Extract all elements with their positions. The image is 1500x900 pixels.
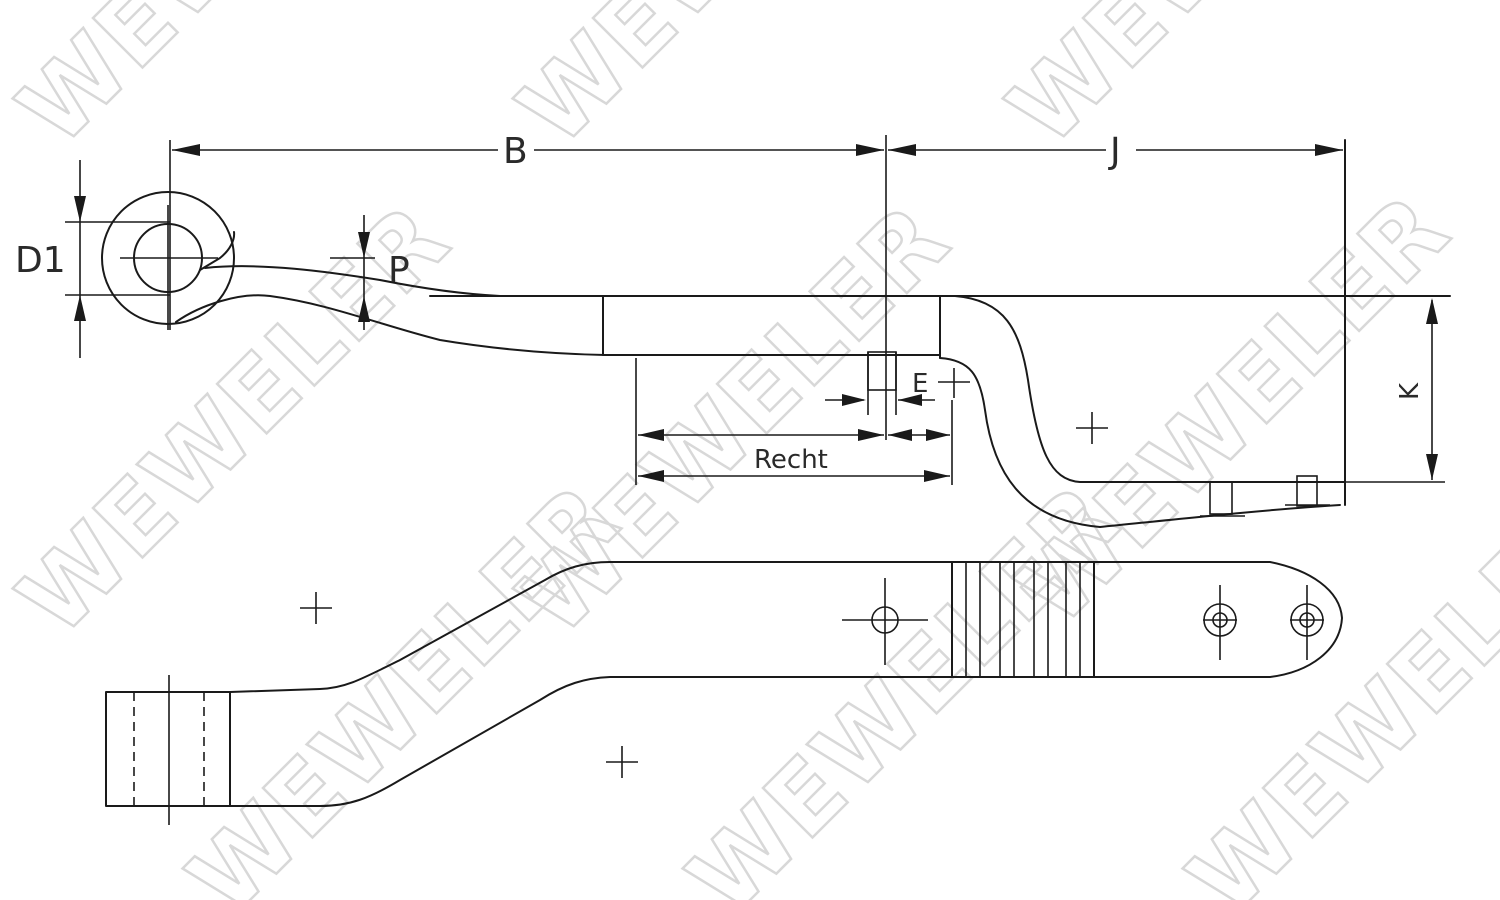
dimension-label-recht: Recht xyxy=(754,445,828,475)
watermark-text: WEWELER xyxy=(497,0,970,166)
leaf-plan-outline xyxy=(229,561,1343,807)
side-view xyxy=(101,139,1451,528)
watermark-text: WEWELER xyxy=(667,463,1140,900)
watermark-text: WEWELER xyxy=(0,0,471,166)
watermark-text: WEWELER xyxy=(1167,463,1500,900)
dimension-label-j: J xyxy=(1108,131,1121,172)
dimension-label-e: E xyxy=(912,369,928,399)
leaf-upper-edge xyxy=(204,265,501,297)
watermark-text: WEWELER xyxy=(167,463,640,900)
leaf-bend-upper xyxy=(954,295,1346,483)
plan-view xyxy=(105,561,1343,825)
dimension-label-d1: D1 xyxy=(15,240,66,281)
dimensions: B J D1 P E K xyxy=(15,128,1445,485)
leaf-bend-lower xyxy=(939,357,1341,528)
dimension-label-k: K xyxy=(1395,382,1425,400)
dimension-label-p: P xyxy=(388,250,410,291)
eye-end-block xyxy=(105,691,231,807)
watermark-text: WEWELER xyxy=(987,0,1460,166)
dimension-label-b: B xyxy=(503,131,528,172)
